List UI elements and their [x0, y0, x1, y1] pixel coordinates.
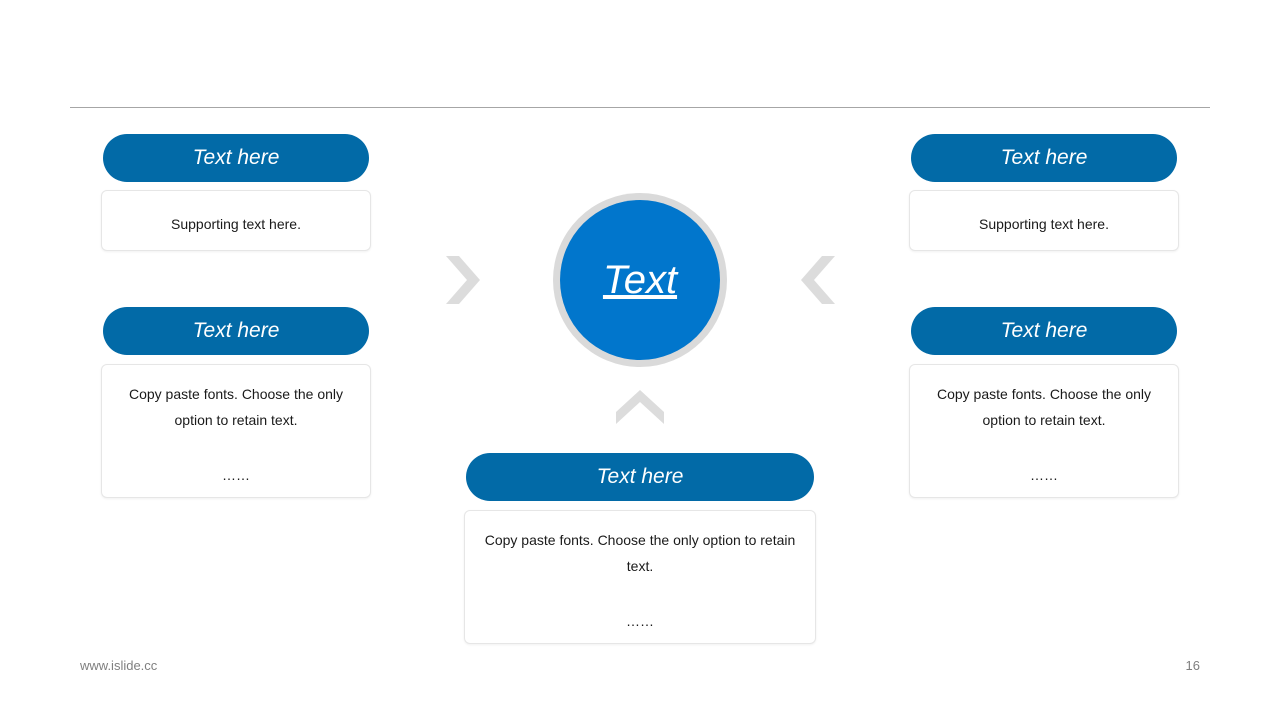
left-bottom-ellipsis: …… [222, 467, 250, 483]
bottom-center-card: Copy paste fonts. Choose the only option… [464, 510, 816, 644]
center-circle-ring: Text [553, 193, 727, 367]
left-bottom-text-line2: option to retain text. [174, 412, 298, 428]
footer-website: www.islide.cc [80, 658, 158, 673]
chevron-up-icon [616, 390, 664, 424]
right-top-text: Supporting text here. [979, 216, 1109, 232]
chevron-left-icon [801, 256, 835, 304]
left-top-title-pill: Text here [103, 134, 369, 182]
page-number: 16 [1185, 658, 1200, 673]
right-top-title-pill: Text here [911, 134, 1177, 182]
bottom-center-title: Text here [596, 465, 684, 488]
right-top-title: Text here [1000, 146, 1088, 169]
bottom-center-text-line1: Copy paste fonts. Choose the only option… [484, 532, 796, 548]
left-bottom-title-pill: Text here [103, 307, 369, 355]
right-top-card: Supporting text here. [909, 190, 1179, 251]
right-bottom-title-pill: Text here [911, 307, 1177, 355]
center-circle: Text [560, 200, 720, 360]
right-bottom-text-line1: Copy paste fonts. Choose the only [936, 386, 1152, 402]
center-circle-label: Text [602, 257, 678, 302]
bottom-center-ellipsis: …… [626, 613, 654, 629]
right-bottom-text-line2: option to retain text. [982, 412, 1106, 428]
right-bottom-title: Text here [1000, 319, 1088, 342]
header-divider [70, 107, 1210, 108]
bottom-center-text-line2: text. [626, 558, 654, 574]
left-bottom-text-line1: Copy paste fonts. Choose the only [128, 386, 344, 402]
left-bottom-title: Text here [192, 319, 280, 342]
left-top-text: Supporting text here. [171, 216, 301, 232]
right-bottom-ellipsis: …… [1030, 467, 1058, 483]
chevron-right-icon [446, 256, 480, 304]
left-top-card: Supporting text here. [101, 190, 371, 251]
right-bottom-card: Copy paste fonts. Choose the only option… [909, 364, 1179, 498]
bottom-center-title-pill: Text here [466, 453, 814, 501]
left-bottom-card: Copy paste fonts. Choose the only option… [101, 364, 371, 498]
left-top-title: Text here [192, 146, 280, 169]
